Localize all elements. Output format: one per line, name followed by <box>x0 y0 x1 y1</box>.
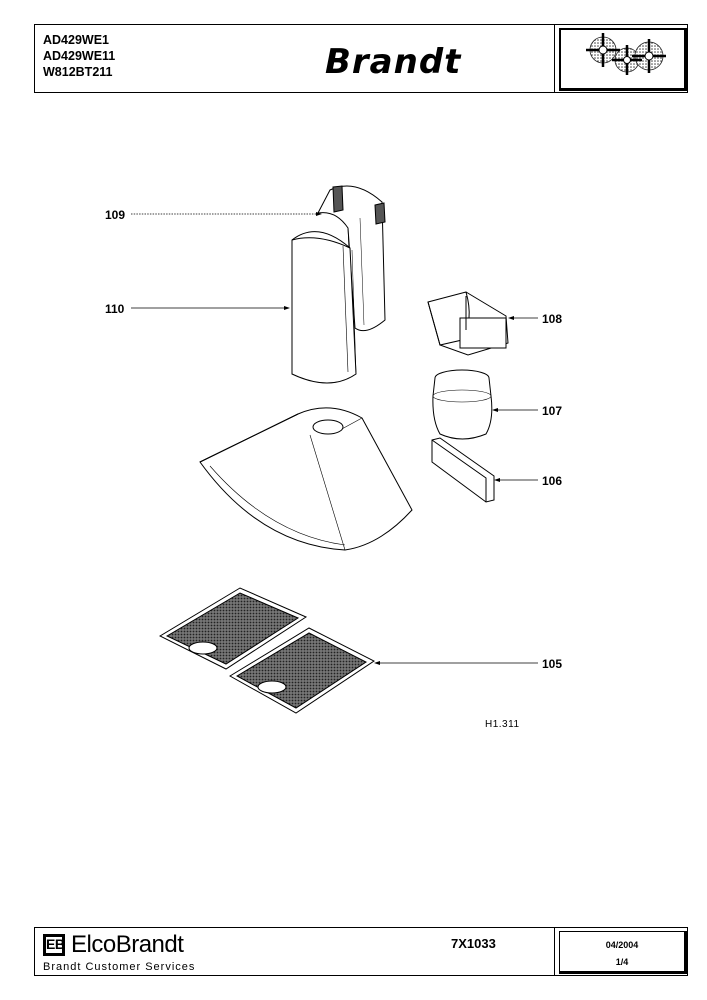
hood-body-drawing <box>199 407 413 551</box>
part-number-107: 107 <box>542 404 562 418</box>
part-number-108: 108 <box>542 312 562 326</box>
model-number: AD429WE1 <box>43 33 109 47</box>
date-box: 04/2004 1/4 <box>554 927 689 976</box>
leader-lines <box>131 213 538 664</box>
part-number-110: 110 <box>105 302 125 316</box>
footer-box: EB ElcoBrandt Brandt Customer Services 7… <box>34 927 688 976</box>
company-logo: EB ElcoBrandt <box>43 931 184 959</box>
model-number: W812BT211 <box>43 65 113 79</box>
brand-logo-text: Brandt <box>325 42 462 82</box>
page-number: 1/4 <box>615 957 629 967</box>
part-107-drawing <box>432 369 493 440</box>
model-list: AD429WE1 AD429WE11 W812BT211 <box>43 32 115 80</box>
part-106-drawing <box>431 437 495 503</box>
part-108-drawing <box>427 291 509 356</box>
model-number: AD429WE11 <box>43 49 116 63</box>
header-box: AD429WE1 AD429WE11 W812BT211 Brandt <box>34 24 688 93</box>
part-number-105: 105 <box>542 657 562 671</box>
date-frame: 04/2004 1/4 <box>559 931 687 974</box>
part-105-drawing <box>158 587 375 714</box>
gears-logo-icon <box>586 33 666 75</box>
part-number-109: 109 <box>105 208 125 222</box>
logo-box <box>554 24 689 93</box>
part-109-drawing <box>317 185 386 332</box>
company-name: ElcoBrandt <box>71 931 184 958</box>
logo-frame <box>559 28 687 91</box>
document-date: 04/2004 <box>605 940 639 950</box>
leader-arrowheads <box>284 212 514 665</box>
document-code: 7X1033 <box>451 936 496 951</box>
part-110-drawing <box>291 231 357 384</box>
diagram-reference: H1.311 <box>485 719 520 730</box>
customer-services-label: Brandt Customer Services <box>43 961 196 973</box>
part-number-106: 106 <box>542 474 562 488</box>
elcobrandt-logo-icon: EB <box>43 934 65 956</box>
